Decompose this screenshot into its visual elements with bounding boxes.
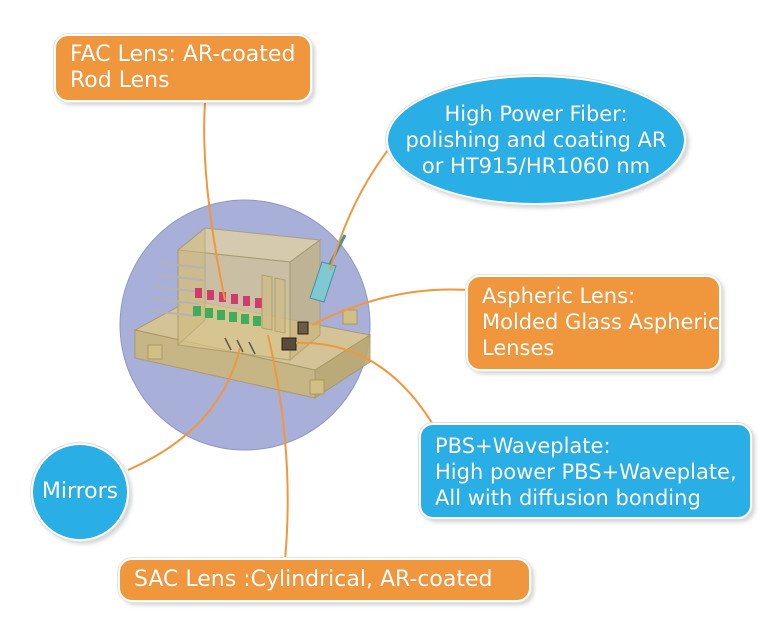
sac-lens-label: SAC Lens :Cylindrical, AR-coated — [118, 558, 531, 602]
aspheric-lens — [297, 321, 309, 335]
pbs-line-3: All with diffusion bonding — [435, 486, 701, 510]
leader-mirrors — [127, 347, 241, 471]
laser-chip-array — [195, 288, 262, 308]
pbs-waveplate-label: PBS+Waveplate: High power PBS+Waveplate,… — [419, 423, 752, 519]
pbs-line-1: PBS+Waveplate: — [435, 434, 611, 458]
leader-sac — [267, 334, 289, 561]
mirrors-line-1: Mirrors — [41, 479, 119, 504]
fac-lens-line-1: FAC Lens: AR-coated — [70, 42, 296, 67]
aspheric-line-1: Aspheric Lens: — [482, 284, 636, 308]
aspheric-line-3: Lenses — [482, 336, 555, 360]
fiber-line-3: or HT915/HR1060 nm — [421, 154, 651, 178]
high-power-fiber-label: High Power Fiber: polishing and coating … — [386, 75, 686, 205]
leader-pbs — [295, 341, 433, 424]
fiber-line-2: polishing and coating AR — [405, 128, 667, 152]
fiber-pigtail — [309, 261, 337, 303]
fiber-line-1: High Power Fiber: — [444, 102, 628, 126]
mount-foot — [309, 379, 325, 395]
fac-lens-label: FAC Lens: AR-coated Rod Lens — [54, 34, 312, 102]
mount-foot — [342, 309, 358, 325]
aspheric-line-2: Molded Glass Aspheric — [482, 310, 720, 334]
mount-foot — [147, 344, 163, 360]
leader-lines — [127, 101, 469, 561]
pbs-line-2: High power PBS+Waveplate, — [435, 460, 737, 484]
mirror-array — [224, 337, 256, 355]
sac-line-1: SAC Lens :Cylindrical, AR-coated — [134, 567, 493, 592]
mirrors-label: Mirrors — [31, 443, 129, 541]
electrode-pins — [151, 262, 206, 317]
leader-aspheric — [311, 288, 469, 326]
step-partition — [261, 274, 273, 331]
fac-lens-line-2: Rod Lens — [70, 68, 170, 93]
leader-fac — [203, 101, 226, 301]
pbs-waveplate-block — [281, 337, 297, 351]
leader-fiber — [329, 149, 389, 271]
aspheric-lens-label: Aspheric Lens: Molded Glass Aspheric Len… — [466, 275, 721, 371]
fac-lens-array — [193, 306, 261, 326]
step-partition — [274, 277, 286, 334]
